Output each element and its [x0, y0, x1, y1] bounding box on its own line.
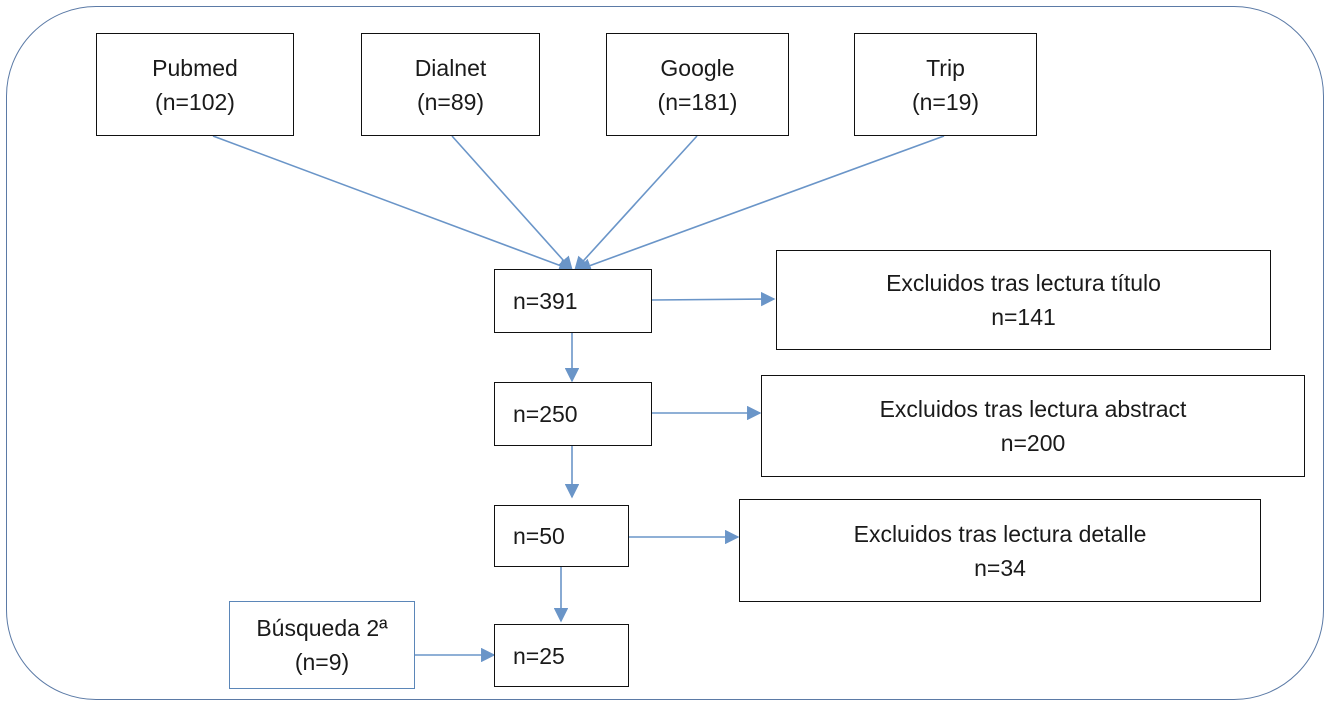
flow-box-391: n=391	[494, 269, 652, 333]
flow-box-50: n=50	[494, 505, 629, 567]
source-count: (n=102)	[155, 88, 235, 115]
exclusion-label: Excluidos tras lectura título	[886, 270, 1161, 296]
source-box-pubmed: Pubmed (n=102)	[96, 33, 294, 136]
source-count: (n=19)	[911, 88, 980, 115]
exclusion-box-abstract: Excluidos tras lectura abstract n=200	[761, 375, 1305, 477]
exclusion-count: n=141	[991, 304, 1056, 330]
source-name: Trip	[926, 54, 965, 81]
arrow-google	[574, 135, 698, 272]
flow-count: n=250	[513, 401, 578, 427]
source-box-trip: Trip (n=19)	[854, 33, 1037, 136]
arrow-391-to-excl	[651, 291, 776, 307]
exclusion-count: n=200	[1000, 430, 1066, 456]
exclusion-label: Excluidos tras lectura abstract	[879, 396, 1187, 422]
second-search-count: (n=9)	[294, 649, 350, 675]
flow-box-25: n=25	[494, 624, 629, 687]
flow-count: n=391	[513, 288, 578, 314]
exclusion-label: Excluidos tras lectura detalle	[853, 520, 1147, 547]
source-name: Dialnet	[414, 54, 487, 81]
exclusion-count: n=34	[974, 554, 1026, 581]
flow-count: n=50	[513, 523, 565, 549]
second-search-box: Búsqueda 2ª (n=9)	[229, 601, 415, 689]
flow-count: n=25	[513, 642, 565, 669]
second-search-label: Búsqueda 2ª	[256, 615, 388, 641]
source-name: Pubmed	[152, 54, 238, 81]
exclusion-box-detail: Excluidos tras lectura detalle n=34	[739, 499, 1261, 602]
source-count: (n=181)	[657, 88, 738, 115]
arrow-dialnet	[451, 135, 573, 272]
exclusion-box-title: Excluidos tras lectura título n=141	[776, 250, 1271, 350]
source-name: Google	[660, 54, 735, 81]
flow-box-250: n=250	[494, 382, 652, 446]
diagram-frame	[6, 6, 1324, 700]
source-count: (n=89)	[416, 88, 485, 115]
arrow-trip	[576, 135, 945, 273]
source-box-google: Google (n=181)	[606, 33, 789, 136]
source-box-dialnet: Dialnet (n=89)	[361, 33, 540, 136]
arrow-pubmed	[212, 135, 574, 273]
